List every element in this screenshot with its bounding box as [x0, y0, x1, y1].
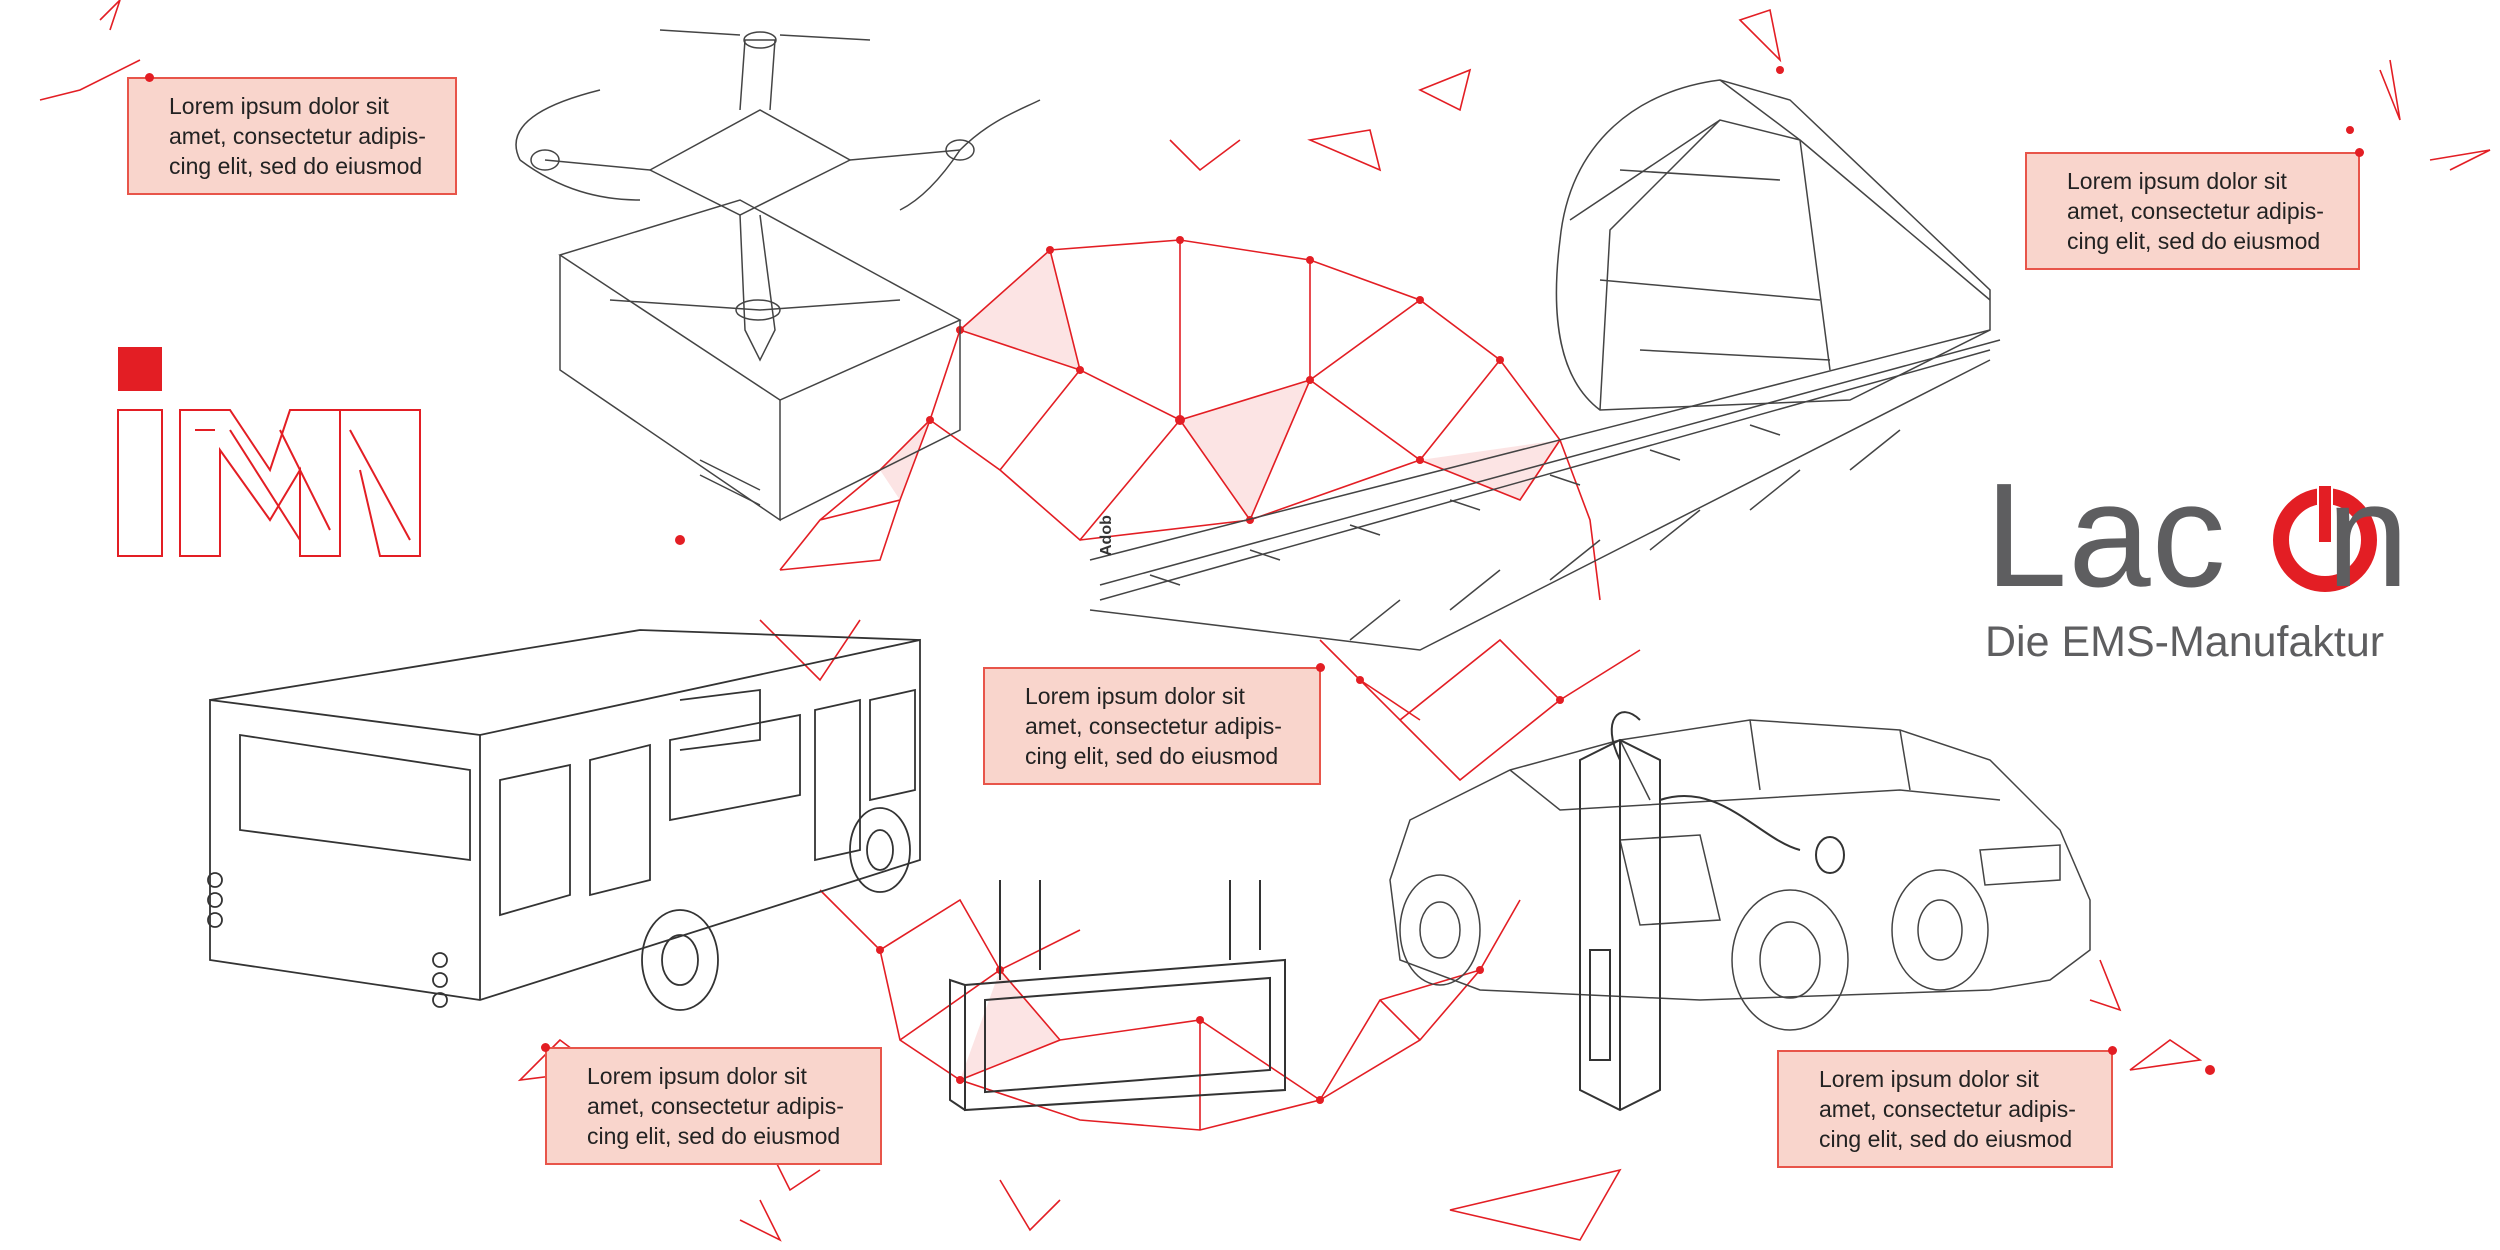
im-logo — [117, 347, 421, 557]
watermark-text: Adob — [1098, 515, 1115, 556]
callout-line-2: amet, consectetur adipis- — [1025, 713, 1282, 739]
callout-line-3: cing elit, sed do eiusmod — [2067, 228, 2321, 254]
callout-bus: Lorem ipsum dolor sit amet, consectetur … — [541, 1043, 882, 1165]
callout-line-2: amet, consectetur adipis- — [1819, 1096, 2076, 1122]
callout-line-3: cing elit, sed do eiusmod — [587, 1123, 841, 1149]
callout-line-1: Lorem ipsum dolor sit — [169, 93, 389, 119]
polygon-network — [39, 0, 2491, 1242]
polygon-fills — [880, 250, 1560, 1080]
callout-line-3: cing elit, sed do eiusmod — [169, 153, 423, 179]
charging-station-icon — [1579, 711, 1845, 1112]
display-panel-icon — [949, 880, 1286, 1112]
callout-line-1: Lorem ipsum dolor sit — [1819, 1066, 2039, 1092]
callout-line-2: amet, consectetur adipis- — [169, 123, 426, 149]
callout-line-1: Lorem ipsum dolor sit — [1025, 683, 1245, 709]
callout-line-1: Lorem ipsum dolor sit — [2067, 168, 2287, 194]
callout-drone: Lorem ipsum dolor sit amet, consectetur … — [127, 73, 457, 195]
callout-line-2: amet, consectetur adipis- — [2067, 198, 2324, 224]
callout-line-3: cing elit, sed do eiusmod — [1819, 1126, 2073, 1152]
callout-line-2: amet, consectetur adipis- — [587, 1093, 844, 1119]
brand-name-part1: Lac — [1985, 453, 2227, 618]
brand-tagline: Die EMS-Manufaktur — [1985, 618, 2385, 666]
drone-icon — [515, 29, 1041, 522]
callout-car: Lorem ipsum dolor sit amet, consectetur … — [1777, 1046, 2117, 1168]
power-icon — [2273, 478, 2377, 592]
callout-center: Lorem ipsum dolor sit amet, consectetur … — [983, 663, 1325, 785]
callout-line-1: Lorem ipsum dolor sit — [587, 1063, 807, 1089]
car-icon — [1389, 719, 2091, 1031]
bus-icon — [207, 629, 921, 1011]
network-nodes — [675, 66, 2354, 1104]
train-icon — [1089, 79, 2001, 651]
callout-line-3: cing elit, sed do eiusmod — [1025, 743, 1279, 769]
callout-train: Lorem ipsum dolor sit amet, consectetur … — [2025, 148, 2364, 270]
brand-name-part2: n — [2326, 453, 2410, 618]
